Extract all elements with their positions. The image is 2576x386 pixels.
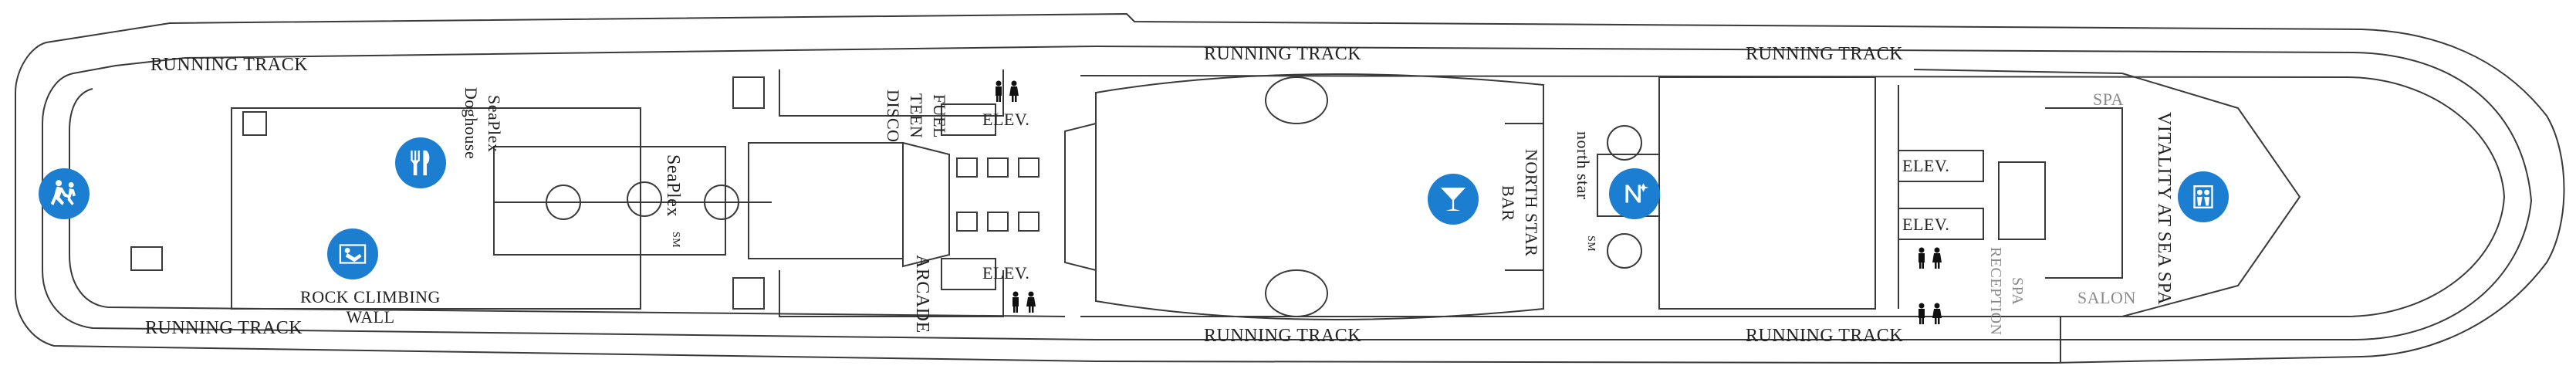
running-track-label: RUNNING TRACK — [150, 55, 309, 75]
vitality-spa-label: VITALITY AT SEA SPA — [2154, 112, 2174, 306]
restroom-icon — [1914, 247, 1946, 269]
running-track-label: RUNNING TRACK — [1746, 326, 1904, 346]
running-track-label: RUNNING TRACK — [1204, 44, 1362, 64]
running-track-label: RUNNING TRACK — [1746, 44, 1904, 64]
running-track-label: RUNNING TRACK — [145, 318, 303, 338]
rock-climbing-wall-label: ROCK CLIMBING WALL — [300, 287, 441, 327]
dining-icon — [395, 137, 446, 188]
running-track-label: RUNNING TRACK — [1204, 326, 1362, 346]
spa-reception-label: SPA RECEPTION — [1987, 247, 2026, 336]
hull-outline — [15, 12, 2565, 364]
restroom-icon — [991, 80, 1023, 102]
climbing-wall-icon — [327, 229, 378, 279]
fuel-teen-disco-label: FUEL TEEN DISCO — [884, 89, 949, 143]
restroom-icon — [1914, 303, 1946, 324]
north-star-label: north star — [1574, 131, 1593, 200]
seaplex-label: SeaPlex — [663, 154, 683, 217]
north-star-bar-label: NORTH STAR BAR — [1499, 149, 1541, 257]
seaplex-doghouse-label: SeaPlex Doghouse — [461, 87, 504, 160]
running-track-icon — [39, 168, 90, 219]
spa-icon — [2178, 171, 2229, 222]
arcade-label: ARCADE — [912, 255, 932, 334]
elevator-label: ELEV. — [1902, 156, 1950, 175]
elevator-label: ELEV. — [1902, 215, 1950, 234]
salon-label: SALON — [2077, 288, 2136, 307]
bar-icon — [1428, 174, 1479, 225]
spa-label: SPA — [2093, 90, 2124, 109]
elevator-label: ELEV. — [982, 110, 1030, 129]
seaplex-sm-label: SM — [670, 232, 681, 249]
elevator-label: ELEV. — [982, 263, 1030, 283]
restroom-icon — [1008, 291, 1040, 313]
north-star-icon — [1609, 168, 1660, 219]
north-star-sm-label: SM — [1585, 235, 1597, 252]
